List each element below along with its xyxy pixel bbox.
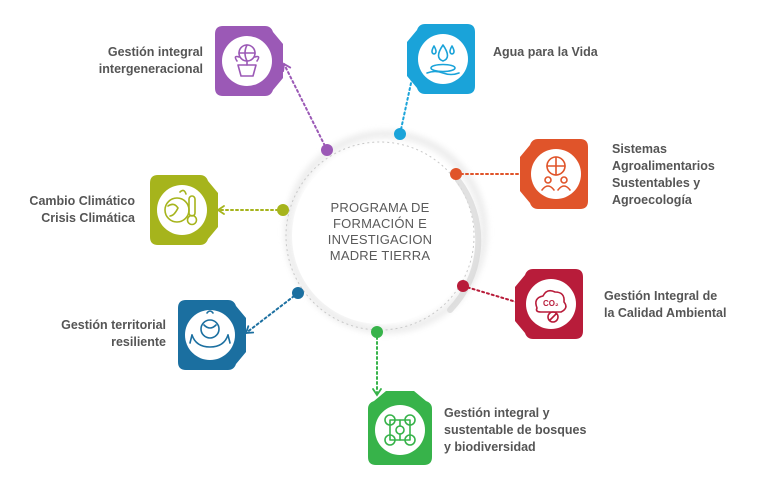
- label-line: Agua para la Vida: [493, 45, 598, 59]
- badge-bosques-biodiversidad: [368, 391, 432, 465]
- badge-cambio-climatico: [150, 175, 218, 245]
- connector-gestion-calidad-ambiental: [462, 285, 524, 305]
- hands-earth-icon: [189, 310, 231, 348]
- label-line: Gestión integral y: [444, 406, 550, 420]
- label-line: Cambio Climático: [29, 194, 135, 208]
- label-line: sustentable de bosques: [444, 423, 587, 437]
- label-sistemas-agroalimentarios: Sistemas Agroalimentarios Sustentables y…: [612, 141, 715, 209]
- badge-gestion-territorial: [178, 300, 246, 370]
- center-title-line: INVESTIGACION: [327, 232, 433, 247]
- arrowhead-bosques-biodiversidad: [372, 388, 382, 397]
- ring-dot-sistemas-agroalimentarios: [450, 168, 462, 180]
- center-title-line: FORMACIÓN E: [333, 216, 427, 231]
- biodiversity-network-icon: [384, 414, 416, 446]
- badge-gestion-calidad-ambiental: CO₂: [515, 269, 583, 339]
- plant-globe-icon: [234, 44, 260, 77]
- label-line: Gestión Integral de: [604, 289, 718, 303]
- people-globe-icon: [541, 156, 571, 191]
- label-line: la Calidad Ambiental: [604, 306, 727, 320]
- ring-dot-gestion-calidad-ambiental: [457, 280, 469, 292]
- label-line: y biodiversidad: [444, 440, 536, 454]
- co2-cloud-icon: CO₂: [535, 289, 567, 323]
- thermometer-globe-icon: [164, 189, 198, 226]
- badge-gestion-integral-intergeneracional: [215, 26, 283, 96]
- label-bosques-biodiversidad: Gestión integral y sustentable de bosque…: [444, 405, 586, 456]
- center-title: PROGRAMA DE FORMACIÓN E INVESTIGACION MA…: [305, 200, 455, 264]
- connector-gestion-integral-intergeneracional: [283, 63, 328, 151]
- ring-dot-agua-para-la-vida: [394, 128, 406, 140]
- label-line: Sustentables y: [612, 176, 701, 190]
- label-agua-para-la-vida: Agua para la Vida: [493, 44, 598, 61]
- ring-dot-gestion-integral-intergeneracional: [321, 144, 333, 156]
- center-title-line: PROGRAMA DE: [330, 200, 430, 215]
- label-line: Gestión integral: [107, 45, 203, 59]
- badge-agua-para-la-vida: [407, 24, 475, 94]
- label-gestion-calidad-ambiental: Gestión Integral de la Calidad Ambiental: [604, 288, 726, 322]
- label-cambio-climatico: Cambio Climático Crisis Climática: [29, 193, 135, 227]
- ring-dot-cambio-climatico: [277, 204, 289, 216]
- label-line: Agroalimentarios: [612, 159, 715, 173]
- water-drop-icon: [426, 44, 460, 76]
- label-line: Crisis Climática: [41, 211, 135, 225]
- connector-gestion-territorial: [245, 292, 299, 334]
- ring-dot-bosques-biodiversidad: [371, 326, 383, 338]
- label-gestion-territorial: Gestión territorial resiliente: [61, 317, 166, 351]
- connector-agua-para-la-vida: [399, 59, 417, 135]
- arrowhead-gestion-integral-intergeneracional: [282, 62, 292, 73]
- label-line: intergeneracional: [98, 62, 203, 76]
- svg-text:CO₂: CO₂: [543, 299, 559, 308]
- label-gestion-integral-intergeneracional: Gestión integral intergeneracional: [99, 44, 203, 78]
- label-line: Agroecología: [612, 193, 692, 207]
- ring-dot-gestion-territorial: [292, 287, 304, 299]
- center-ring: [284, 130, 488, 334]
- label-line: resiliente: [111, 335, 166, 349]
- label-line: Sistemas: [612, 142, 667, 156]
- badge-sistemas-agroalimentarios: [520, 139, 588, 209]
- center-title-line: MADRE TIERRA: [329, 248, 431, 263]
- label-line: Gestión territorial: [61, 318, 166, 332]
